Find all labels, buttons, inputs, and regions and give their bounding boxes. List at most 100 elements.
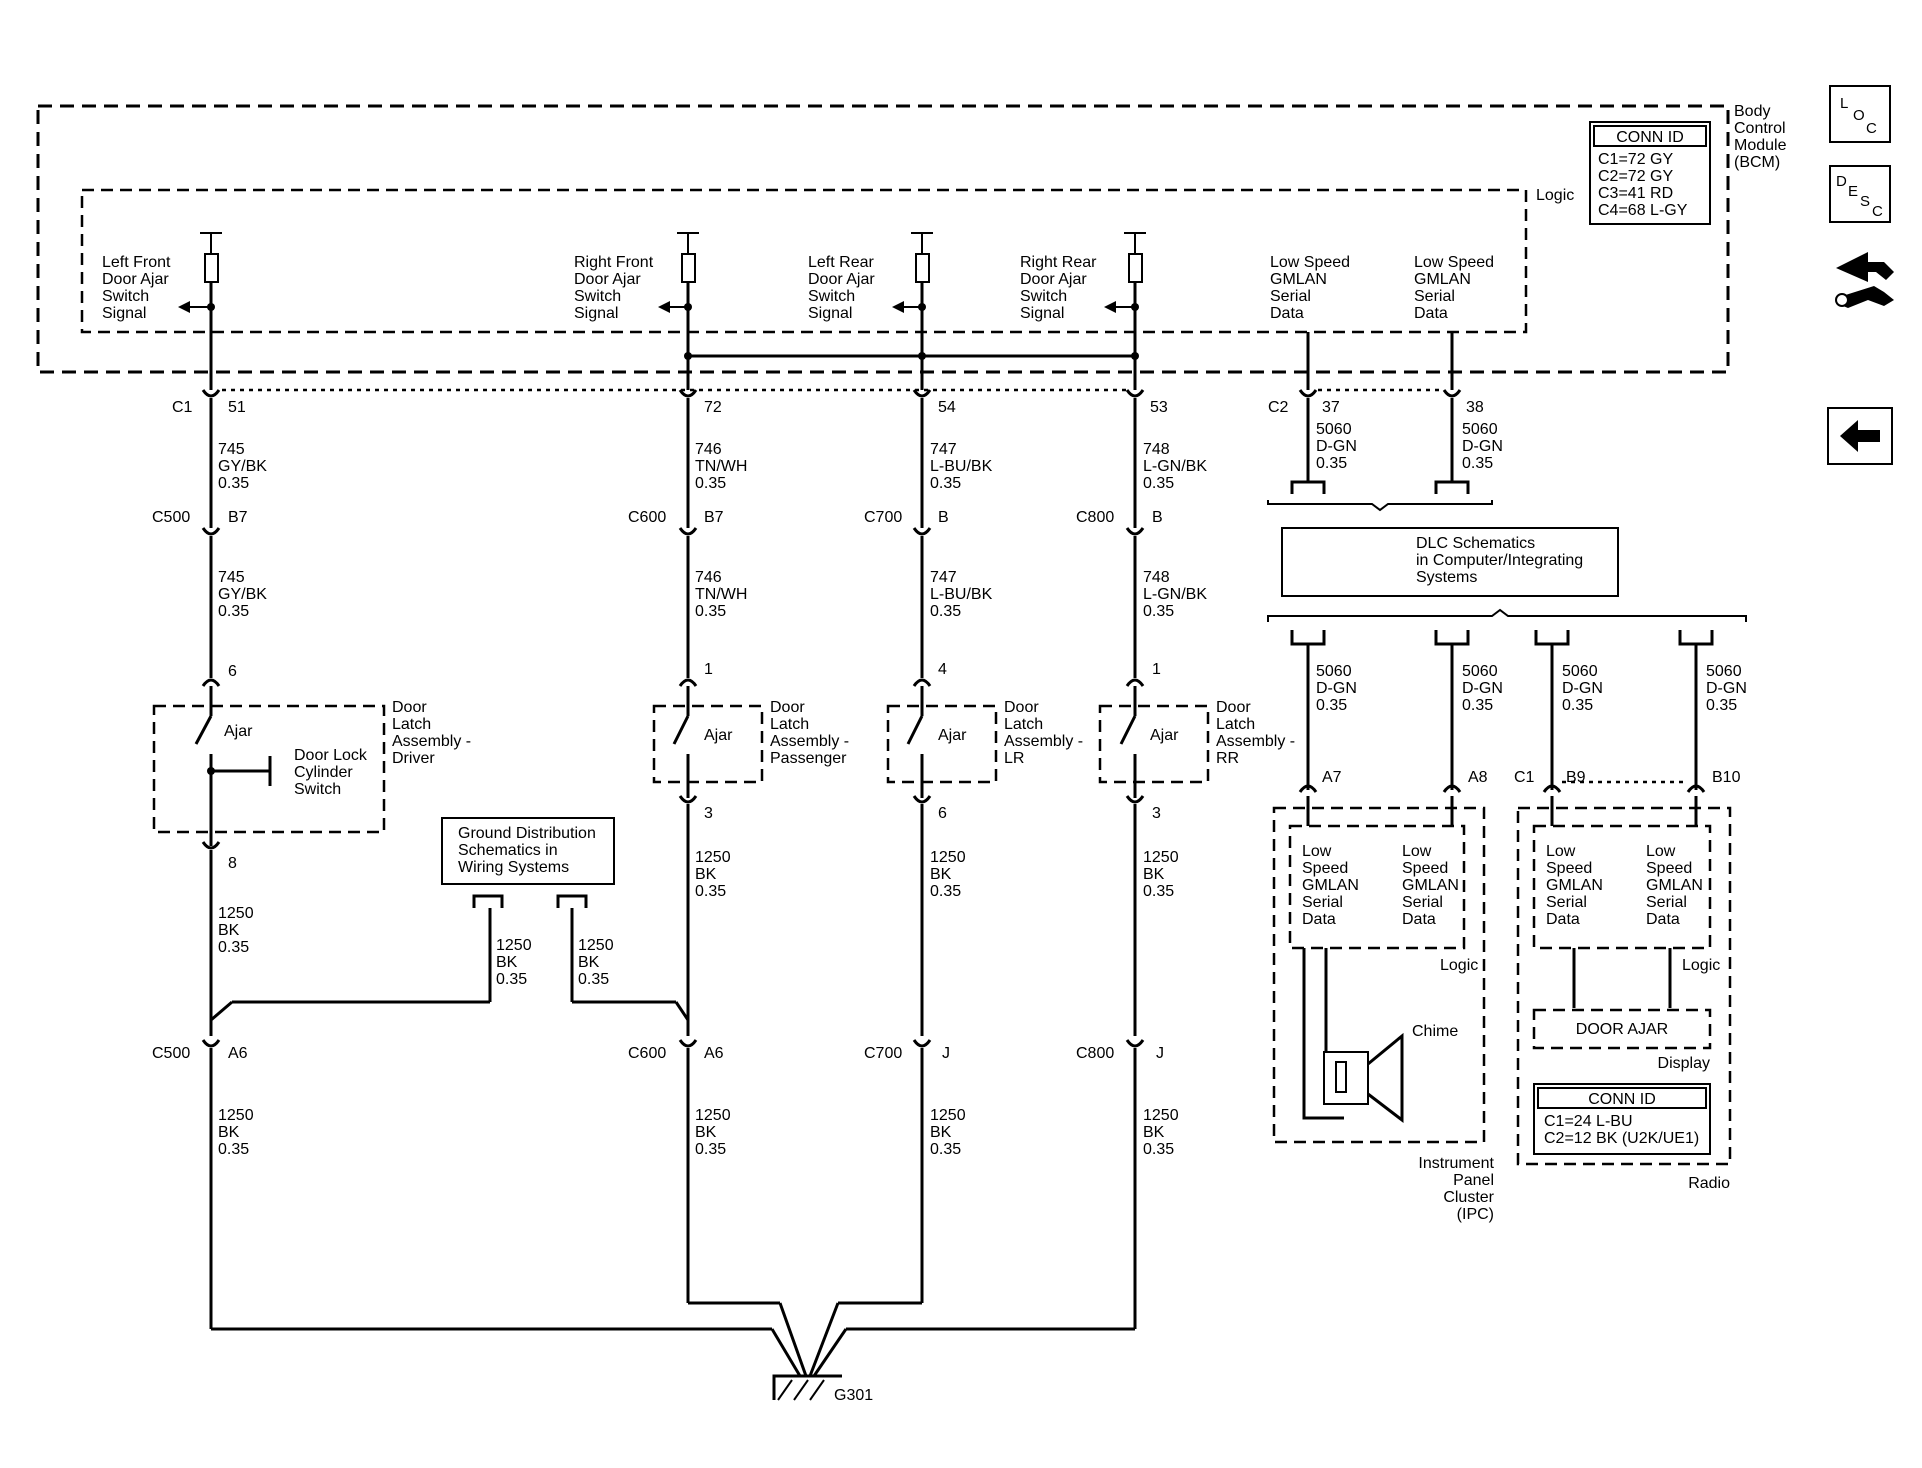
svg-text:LR: LR xyxy=(1004,750,1024,767)
svg-text:C2=12 BK (U2K/UE1): C2=12 BK (U2K/UE1) xyxy=(1544,1130,1699,1147)
svg-text:Door: Door xyxy=(770,699,805,716)
radio-signal-2: Low Speed GMLAN Serial Data xyxy=(1646,843,1703,928)
svg-text:Low Speed: Low Speed xyxy=(1414,254,1494,271)
svg-text:Switch: Switch xyxy=(294,781,341,798)
signal-right-rear: Right Rear Door Ajar Switch Signal xyxy=(1020,254,1097,322)
svg-text:Low: Low xyxy=(1402,843,1432,860)
latch-lr-label: Door Latch Assembly - LR xyxy=(1004,699,1083,767)
svg-text:Right Front: Right Front xyxy=(574,254,654,271)
bcm-conn-id: CONN ID C1=72 GY C2=72 GY C3=41 RD C4=68… xyxy=(1589,121,1711,225)
svg-text:L: L xyxy=(1840,95,1848,112)
back-button[interactable] xyxy=(1827,407,1893,465)
chime-speaker-icon xyxy=(1323,1032,1404,1124)
desc-button[interactable]: D E S C xyxy=(1829,165,1891,223)
svg-text:C2: C2 xyxy=(1268,399,1289,416)
svg-text:Body: Body xyxy=(1734,103,1770,120)
svg-text:0.35: 0.35 xyxy=(1143,475,1174,492)
wire-5060-ipc-1: 5060 D-GN 0.35 xyxy=(1316,663,1357,714)
svg-text:B10: B10 xyxy=(1712,769,1741,786)
svg-text:Serial: Serial xyxy=(1646,894,1687,911)
svg-text:745: 745 xyxy=(218,441,245,458)
svg-text:C800: C800 xyxy=(1076,509,1114,526)
svg-text:0.35: 0.35 xyxy=(930,883,961,900)
svg-text:746: 746 xyxy=(695,441,722,458)
ground-g301: G301 xyxy=(211,1301,1135,1404)
svg-text:747: 747 xyxy=(930,441,957,458)
svg-text:Speed: Speed xyxy=(1302,860,1348,877)
latch-passenger-label: Door Latch Assembly - Passenger xyxy=(770,699,849,767)
svg-text:Right Rear: Right Rear xyxy=(1020,254,1097,271)
svg-text:Low Speed: Low Speed xyxy=(1270,254,1350,271)
svg-text:54: 54 xyxy=(938,399,956,416)
door-lock-cylinder-switch: Door Lock Cylinder Switch xyxy=(294,747,368,798)
svg-text:RR: RR xyxy=(1216,750,1239,767)
svg-text:C800: C800 xyxy=(1076,1045,1114,1062)
svg-text:Serial: Serial xyxy=(1270,288,1311,305)
svg-text:C1=72 GY: C1=72 GY xyxy=(1598,151,1673,168)
svg-text:72: 72 xyxy=(704,399,722,416)
svg-text:0.35: 0.35 xyxy=(218,1141,249,1158)
wire-1250-lr-upper: 1250 BK 0.35 xyxy=(930,849,966,900)
svg-text:C4=68 L-GY: C4=68 L-GY xyxy=(1598,202,1688,219)
svg-text:Signal: Signal xyxy=(1020,305,1064,322)
svg-text:Logic: Logic xyxy=(1682,957,1720,974)
svg-text:DLC Schematics: DLC Schematics xyxy=(1416,535,1535,552)
svg-text:Panel: Panel xyxy=(1453,1172,1494,1189)
bcm-title: Body Control Module (BCM) xyxy=(1734,103,1787,171)
signal-left-rear: Left Rear Door Ajar Switch Signal xyxy=(808,254,875,322)
svg-text:1250: 1250 xyxy=(496,937,532,954)
latch-rr-label: Door Latch Assembly - RR xyxy=(1216,699,1295,767)
svg-text:TN/WH: TN/WH xyxy=(695,586,747,603)
svg-text:C700: C700 xyxy=(864,1045,902,1062)
svg-text:Passenger: Passenger xyxy=(770,750,847,767)
svg-text:0.35: 0.35 xyxy=(1143,603,1174,620)
svg-text:0.35: 0.35 xyxy=(1316,697,1347,714)
radio-signal-1: Low Speed GMLAN Serial Data xyxy=(1546,843,1603,928)
svg-text:745: 745 xyxy=(218,569,245,586)
svg-text:0.35: 0.35 xyxy=(930,603,961,620)
ground-distribution-box[interactable]: Ground Distribution Schematics in Wiring… xyxy=(441,817,615,885)
wire-1250-rr-lower: 1250 BK 0.35 xyxy=(1143,1107,1179,1158)
svg-text:Left Front: Left Front xyxy=(102,254,171,271)
svg-text:1250: 1250 xyxy=(930,849,966,866)
svg-text:L-BU/BK: L-BU/BK xyxy=(930,458,993,475)
svg-text:Data: Data xyxy=(1546,911,1580,928)
wire-1250-gd-left: 1250 BK 0.35 xyxy=(496,937,532,988)
dlc-schematics-box[interactable]: DLC Schematics in Computer/Integrating S… xyxy=(1281,527,1619,597)
svg-text:Door Lock: Door Lock xyxy=(294,747,368,764)
svg-text:A6: A6 xyxy=(228,1045,248,1062)
svg-text:Serial: Serial xyxy=(1546,894,1587,911)
diagnostic-tools-icon[interactable] xyxy=(1835,252,1894,308)
svg-text:CONN ID: CONN ID xyxy=(1616,129,1684,146)
svg-text:A6: A6 xyxy=(704,1045,724,1062)
svg-text:Door Ajar: Door Ajar xyxy=(1020,271,1087,288)
svg-text:C: C xyxy=(1866,120,1877,137)
svg-text:Assembly -: Assembly - xyxy=(1216,733,1295,750)
svg-text:Serial: Serial xyxy=(1414,288,1455,305)
svg-text:Data: Data xyxy=(1414,305,1448,322)
svg-text:L-BU/BK: L-BU/BK xyxy=(930,586,993,603)
svg-text:5060: 5060 xyxy=(1562,663,1598,680)
svg-text:0.35: 0.35 xyxy=(496,971,527,988)
wire-746-lower: 746 TN/WH 0.35 xyxy=(695,569,747,620)
wire-1250-gd-right: 1250 BK 0.35 xyxy=(578,937,614,988)
bcm-logic-label: Logic xyxy=(1536,187,1574,204)
svg-text:3: 3 xyxy=(1152,805,1161,822)
ground-dist-wires: 1250 BK 0.35 1250 BK 0.35 xyxy=(472,894,690,1021)
svg-text:Chime: Chime xyxy=(1412,1023,1458,1040)
svg-text:1250: 1250 xyxy=(695,849,731,866)
svg-text:Low: Low xyxy=(1546,843,1576,860)
svg-text:O: O xyxy=(1853,107,1865,124)
svg-text:1250: 1250 xyxy=(218,1107,254,1124)
svg-text:Ajar: Ajar xyxy=(938,727,967,744)
loc-button[interactable]: L O C xyxy=(1829,85,1891,143)
svg-text:1250: 1250 xyxy=(695,1107,731,1124)
svg-text:Assembly -: Assembly - xyxy=(770,733,849,750)
svg-text:GMLAN: GMLAN xyxy=(1270,271,1327,288)
wire-1250-rr-upper: 1250 BK 0.35 xyxy=(1143,849,1179,900)
svg-text:Ground Distribution: Ground Distribution xyxy=(458,825,596,842)
pullup-lr xyxy=(892,232,933,390)
wire-5060-bcm-1: 5060 D-GN 0.35 xyxy=(1316,421,1357,472)
svg-text:in Computer/Integrating: in Computer/Integrating xyxy=(1416,552,1583,569)
